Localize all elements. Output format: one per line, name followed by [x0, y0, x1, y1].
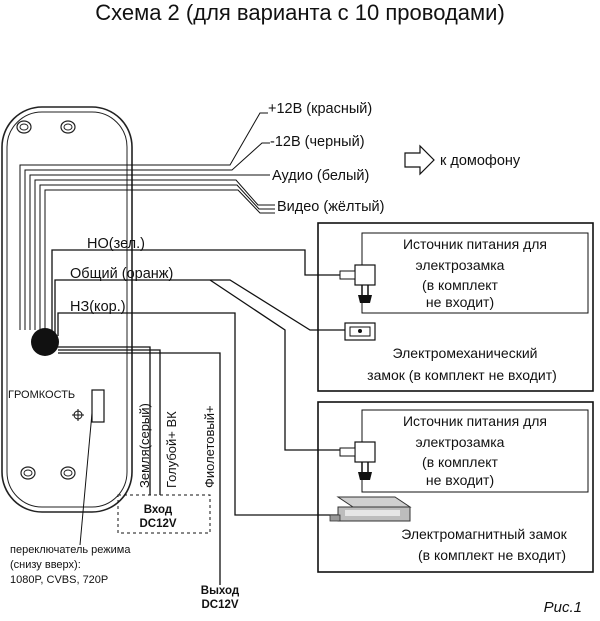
label-video: Видео (жёлтый)	[277, 199, 384, 215]
box2-lock-line2: (в комплект не входит)	[418, 547, 566, 563]
label-input-dc-2: DC12V	[139, 518, 176, 530]
input-dc-box	[117, 494, 211, 534]
box1-psu-line3: (в комплект	[422, 277, 499, 293]
figure-label: Рис.1	[544, 599, 582, 616]
box2-psu-line4: не входит)	[426, 472, 494, 488]
label-violet: Фиолетовый+	[202, 405, 217, 488]
label-output-dc-2: DC12V	[201, 599, 238, 611]
power-plug-icon	[339, 441, 376, 480]
diagram-title: Схема 2 (для варианта с 10 проводами)	[95, 0, 505, 25]
cable-exit-dot	[31, 328, 59, 356]
label-mode-switch-2: (снизу вверх):	[10, 559, 81, 571]
volume-control: ГРОМКОСТЬ	[8, 389, 105, 546]
box2-psu-line1: Источник питания для	[403, 413, 547, 429]
label-output-dc-1: Выход	[201, 585, 240, 597]
box1-psu-line1: Источник питания для	[403, 236, 547, 252]
label-volume: ГРОМКОСТЬ	[8, 389, 75, 401]
box2-psu-line3: (в комплект	[422, 454, 499, 470]
box1-lock-line1: Электромеханический	[393, 345, 538, 361]
relay-wires	[51, 249, 345, 516]
arrow-right-icon	[404, 144, 435, 176]
power-plug-icon	[339, 264, 376, 303]
box2-psu-line2: электрозамка	[416, 434, 505, 450]
bottom-wires	[58, 346, 221, 585]
label-minus12: -12В (черный)	[270, 134, 365, 150]
label-mode-switch-3: 1080P, CVBS, 720P	[10, 574, 108, 586]
label-ground: Земля(серый)	[137, 403, 152, 488]
label-input-dc-1: Вход	[144, 504, 173, 516]
label-relay-no: НО(зел.)	[87, 236, 145, 252]
box1-lock-line2: замок (в комплект не входит)	[367, 367, 557, 383]
mode-switch-icon	[91, 389, 105, 423]
electromagnetic-box: Источник питания для электрозамка (в ком…	[317, 401, 594, 573]
label-audio: Аудио (белый)	[272, 168, 369, 184]
box1-psu-line4: не входит)	[426, 294, 494, 310]
top-wires	[19, 112, 275, 330]
box2-lock-line1: Электромагнитный замок	[401, 526, 567, 542]
electromagnetic-lock-icon	[329, 496, 412, 522]
electromechanical-lock-icon	[344, 322, 376, 341]
label-mode-switch-1: переключатель режима	[10, 544, 131, 556]
label-blue: Голубой+ ВК	[164, 411, 179, 488]
label-relay-nc: НЗ(кор.)	[70, 299, 126, 315]
label-plus12: +12В (красный)	[268, 101, 372, 117]
label-relay-common: Общий (оранж)	[70, 266, 173, 282]
box1-psu-line2: электрозамка	[416, 257, 505, 273]
electromechanical-box: Источник питания для электрозамка (в ком…	[317, 222, 594, 392]
label-to-intercom: к домофону	[440, 153, 521, 169]
